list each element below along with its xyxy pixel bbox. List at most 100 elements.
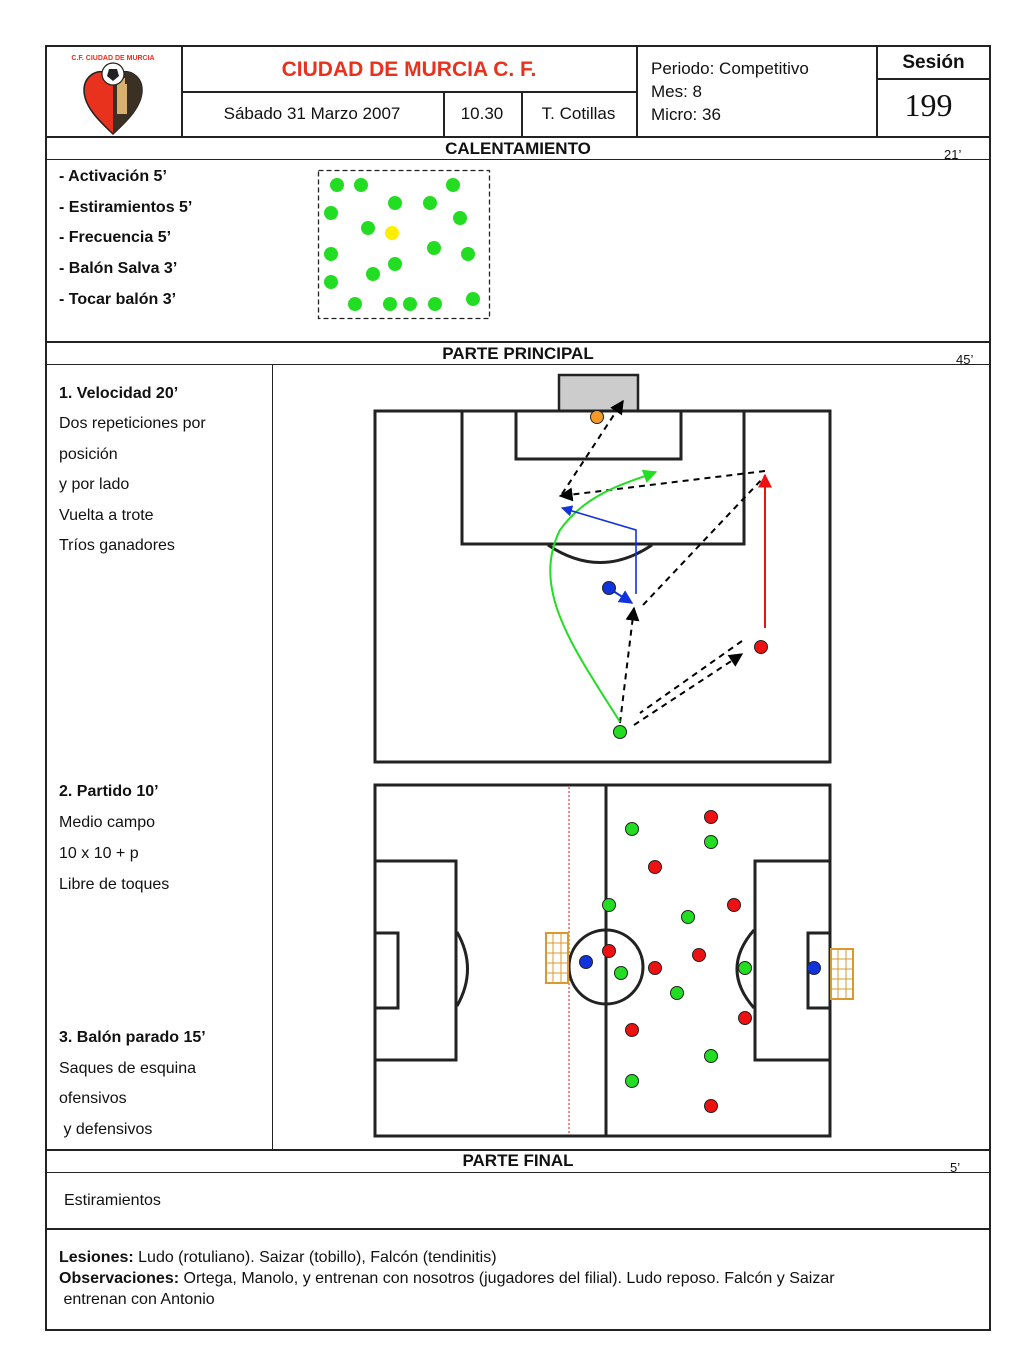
player-green: [681, 910, 695, 924]
player-yellow: [385, 226, 399, 240]
player-green: [738, 961, 752, 975]
player-green: [704, 835, 718, 849]
block1-line: Dos repeticiones por: [59, 415, 206, 432]
lesiones-label: Lesiones:: [59, 1249, 134, 1266]
session-coach: T. Cotillas: [541, 104, 616, 123]
block1-line: posición: [59, 446, 118, 463]
calentamiento-duration: 21’: [944, 147, 962, 162]
player-green: [614, 966, 628, 980]
column-divider: [272, 364, 273, 1149]
left-penalty-arc: [455, 931, 469, 1007]
sesion-label: Sesión: [902, 52, 965, 73]
block1-title: 1. Velocidad 20’: [59, 385, 179, 402]
goalkeeper-orange: [590, 410, 604, 424]
section-divider: [45, 1149, 991, 1151]
block1-line: y por lado: [59, 476, 130, 493]
player-red: [754, 640, 768, 654]
block3-line: Saques de esquina: [59, 1060, 196, 1077]
player-green: [428, 297, 442, 311]
observaciones-text: Ortega, Manolo, y entrenan con nosotros …: [183, 1270, 835, 1287]
player-green: [602, 898, 616, 912]
parte-final-title: PARTE FINAL: [462, 1151, 574, 1170]
player-green: [383, 297, 397, 311]
warmup-item: - Balón Salva 3’: [59, 260, 178, 277]
left-goal-area: [373, 931, 400, 1010]
parte-final-duration: 5’: [950, 1160, 961, 1175]
warmup-area: [317, 169, 491, 320]
player-green: [625, 1074, 639, 1088]
header-divider: [521, 91, 523, 137]
pass-line: [639, 640, 743, 714]
block3-title: 3. Balón parado 15’: [59, 1029, 206, 1046]
player-green: [354, 178, 368, 192]
header-divider: [181, 91, 637, 93]
session-sheet: [45, 45, 991, 1331]
player-green: [324, 206, 338, 220]
player-green: [324, 275, 338, 289]
parte-principal-duration: 45’: [956, 352, 974, 367]
block3-line: y defensivos: [59, 1121, 153, 1138]
goalkeeper-blue: [579, 955, 593, 969]
player-green: [366, 267, 380, 281]
mes: Mes: 8: [651, 82, 703, 101]
pass-arrow: [558, 470, 766, 502]
sesion-number: 199: [904, 87, 953, 123]
penalty-area: [460, 409, 746, 546]
logo-text: C.F. CIUDAD DE MURCIA: [71, 55, 154, 62]
warmup-diagram: [317, 169, 491, 320]
session-date: Sábado 31 Marzo 2007: [223, 104, 401, 123]
section-divider: [45, 1228, 991, 1230]
calentamiento-title: CALENTAMIENTO: [445, 139, 591, 158]
header-bottom: [45, 136, 991, 138]
pass-line: [642, 475, 766, 606]
player-red: [602, 944, 616, 958]
right-penalty-area: [753, 859, 832, 1062]
goalkeeper-blue: [807, 961, 821, 975]
club-name: CIUDAD DE MURCIA C. F.: [281, 58, 537, 81]
section-divider: [45, 341, 991, 343]
player-green: [625, 822, 639, 836]
warmup-item: - Estiramientos 5’: [59, 199, 193, 216]
run-green: [549, 469, 658, 723]
section-divider: [45, 364, 991, 365]
match-pitch: [373, 783, 832, 1138]
pass-arrow: [619, 606, 640, 724]
player-green: [670, 986, 684, 1000]
player-green: [330, 178, 344, 192]
player-red: [738, 1011, 752, 1025]
player-red: [648, 860, 662, 874]
section-divider: [45, 1172, 991, 1173]
parte-final-content: Estiramientos: [64, 1192, 161, 1209]
block2-line: Medio campo: [59, 814, 156, 831]
player-green: [461, 247, 475, 261]
player-green: [704, 1049, 718, 1063]
shot-arrow: [561, 399, 624, 495]
player-red: [648, 961, 662, 975]
player-red: [704, 810, 718, 824]
mini-goal-left: [545, 932, 569, 984]
micro: Micro: 36: [651, 105, 721, 124]
player-red: [727, 898, 741, 912]
player-green: [466, 292, 480, 306]
section-divider: [45, 159, 991, 160]
player-green: [388, 196, 402, 210]
player-red: [692, 948, 706, 962]
warmup-item: - Frecuencia 5’: [59, 229, 172, 246]
block2-title: 2. Partido 10’: [59, 783, 159, 800]
block1-line: Tríos ganadores: [59, 537, 175, 554]
player-green: [453, 211, 467, 225]
right-penalty-arc: [735, 929, 756, 1009]
player-green: [613, 725, 627, 739]
player-blue: [602, 581, 616, 595]
header-divider: [636, 45, 638, 137]
run-blue: [560, 505, 637, 594]
lesiones: Lesiones: Ludo (rotuliano). Saizar (tobi…: [59, 1248, 497, 1268]
player-green: [348, 297, 362, 311]
player-green: [423, 196, 437, 210]
player-green: [446, 178, 460, 192]
parte-principal-title: PARTE PRINCIPAL: [442, 344, 594, 363]
player-red: [625, 1023, 639, 1037]
header-divider: [876, 78, 991, 80]
penalty-arc: [547, 543, 653, 564]
